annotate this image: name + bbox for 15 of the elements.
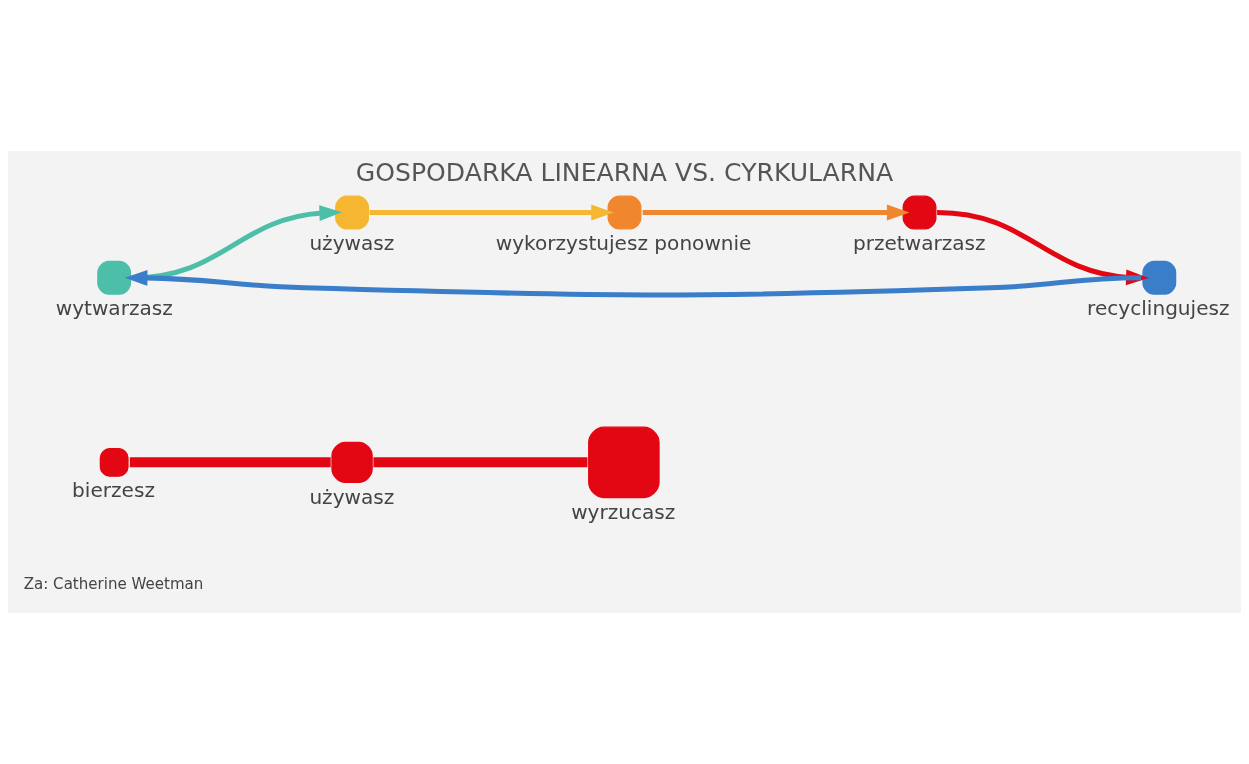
arrow bbox=[369, 204, 614, 221]
arrow bbox=[642, 204, 910, 221]
node-label: wytwarzasz bbox=[55, 296, 173, 321]
diagram-title: GOSPODARKA LINEARNA VS. CYRKULARNA bbox=[355, 158, 894, 188]
node-label: przetwarzasz bbox=[852, 230, 986, 255]
connector bbox=[129, 457, 331, 468]
node-label: wykorzystujesz ponownie bbox=[495, 230, 752, 255]
arrow bbox=[124, 269, 1142, 298]
connector bbox=[373, 457, 588, 468]
node-label: wyrzucasz bbox=[571, 499, 676, 524]
node-label: bierzesz bbox=[72, 478, 155, 503]
label: Za: Catherine Weetman bbox=[23, 575, 204, 594]
node-label: używasz bbox=[309, 230, 395, 255]
node-label: używasz bbox=[309, 484, 395, 509]
node-label: recyclingujesz bbox=[1087, 296, 1230, 321]
